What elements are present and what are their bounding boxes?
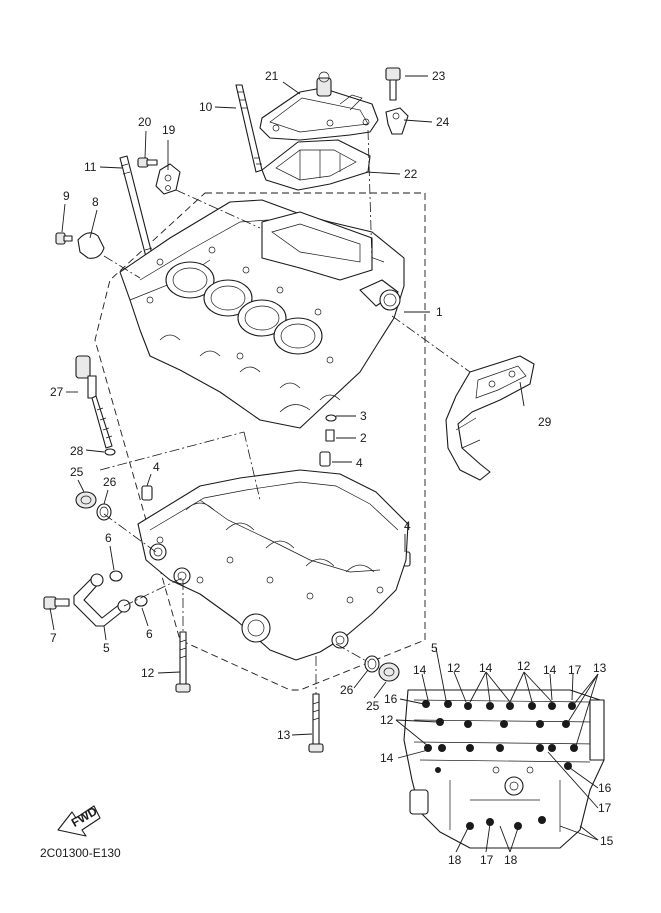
- part-6-o-ring-b: [134, 595, 148, 607]
- inset-callout-18-b: 18: [504, 853, 518, 867]
- callout-labels: 21 23 24 22 10 20 19 11 9 8 1 27 29 3 2 …: [50, 69, 552, 742]
- inset-callout-17-c: 17: [480, 853, 494, 867]
- inset-callout-14-c: 14: [543, 663, 557, 677]
- part-13-bolt: [308, 693, 324, 753]
- callout-6-b: 6: [146, 627, 153, 641]
- inset-callout-16-a: 16: [384, 692, 398, 706]
- inset-callout-18-a: 18: [448, 853, 462, 867]
- part-6-o-ring-a: [109, 570, 123, 582]
- leader-lines: [49, 75, 599, 853]
- part-28-washer: [104, 448, 116, 456]
- inset-callout-12-b: 12: [517, 659, 531, 673]
- callout-2: 2: [360, 431, 367, 445]
- inset-assembled-crankcase: [403, 689, 605, 849]
- part-4-dowel-b: [141, 485, 153, 501]
- part-25-plug-b: [378, 662, 400, 682]
- callout-4-b: 4: [153, 460, 160, 474]
- part-27-sensor: [75, 355, 113, 449]
- inset-callout-13: 13: [593, 661, 607, 675]
- part-25-plug: [75, 491, 97, 509]
- callout-29: 29: [538, 415, 552, 429]
- inset-callout-16-b: 16: [598, 781, 612, 795]
- inset-callout-14-d: 14: [380, 751, 394, 765]
- inset-callout-17-b: 17: [598, 801, 612, 815]
- callout-1: 1: [436, 305, 443, 319]
- part-3-o-ring: [325, 414, 337, 422]
- callout-9: 9: [63, 189, 70, 203]
- callout-6-a: 6: [105, 531, 112, 545]
- part-4-dowel-a: [319, 451, 331, 467]
- callout-5-a: 5: [103, 641, 110, 655]
- callout-22: 22: [404, 167, 418, 181]
- part-21-cover: [259, 71, 379, 141]
- callout-8: 8: [92, 195, 99, 209]
- inset-callout-14-a: 14: [413, 663, 427, 677]
- part-7-bolt: [43, 596, 70, 610]
- part-24-fitting: [385, 107, 409, 135]
- callout-26-a: 26: [103, 475, 117, 489]
- assembly-boundary: [94, 192, 426, 691]
- inset-callout-17-a: 17: [568, 663, 582, 677]
- part-26-washer: [96, 503, 112, 521]
- part-2-dowel: [325, 429, 335, 442]
- callout-23: 23: [432, 69, 446, 83]
- inset-callout-5: 5: [431, 641, 438, 655]
- callout-25-b: 25: [366, 699, 380, 713]
- diagram-code: 2C01300-E130: [40, 846, 121, 860]
- callout-28: 28: [70, 444, 84, 458]
- inset-callout-15: 15: [600, 834, 614, 848]
- inset-callout-12-c: 12: [380, 713, 394, 727]
- part-10-stud: [235, 84, 263, 173]
- part-23-bolt: [385, 67, 401, 101]
- callout-20: 20: [138, 115, 152, 129]
- part-12-bolt: [175, 631, 191, 693]
- callout-3: 3: [360, 409, 367, 423]
- part-22-gasket: [261, 139, 371, 191]
- part-1-upper-crankcase: [119, 199, 405, 429]
- inset-callout-12-a: 12: [447, 661, 461, 675]
- part-26-washer-b: [364, 655, 380, 673]
- part-5-oil-pipe: [73, 573, 131, 627]
- callout-27: 27: [50, 385, 64, 399]
- callout-10: 10: [199, 100, 213, 114]
- callout-24: 24: [436, 115, 450, 129]
- callout-25-a: 25: [70, 465, 84, 479]
- part-9-bolt: [55, 232, 73, 245]
- callout-4-c: 4: [404, 519, 411, 533]
- callout-26-b: 26: [340, 683, 354, 697]
- callout-12: 12: [141, 666, 155, 680]
- callout-4-a: 4: [356, 456, 363, 470]
- callout-21: 21: [265, 69, 279, 83]
- inset-callout-14-b: 14: [479, 661, 493, 675]
- callout-13: 13: [277, 728, 291, 742]
- callout-11: 11: [84, 160, 97, 174]
- fwd-direction-arrow: FWD: [57, 804, 101, 837]
- callout-7: 7: [50, 631, 57, 645]
- part-29-guard: [445, 355, 535, 481]
- part-20-bolt: [137, 157, 158, 168]
- part-8-cap: [77, 232, 105, 259]
- callout-19: 19: [162, 123, 176, 137]
- inset-callout-labels: 5 14 12 14 12 14 17 13 16 12 14 16 17 15…: [380, 641, 614, 867]
- lower-crankcase: [137, 469, 409, 661]
